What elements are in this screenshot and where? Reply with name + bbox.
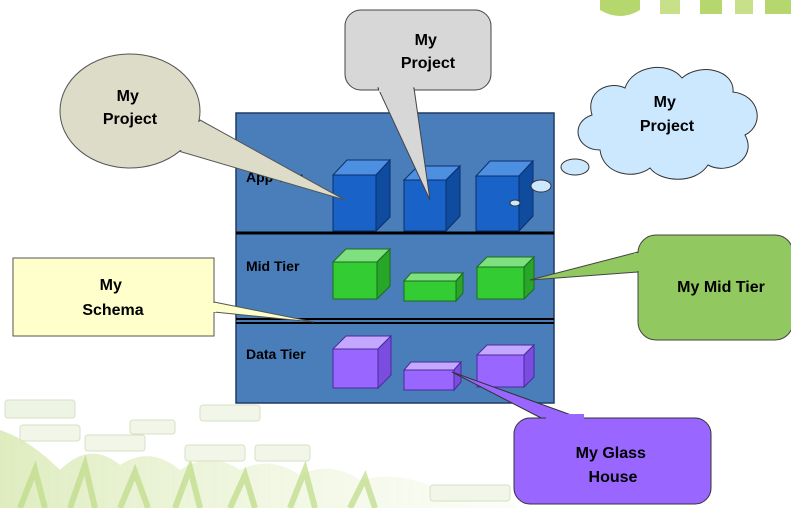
svg-text:My Project: My Project: [640, 94, 695, 135]
cloud-callout-project: My Project: [509, 66, 758, 207]
oval-callout-line2: Project: [103, 111, 158, 128]
oval-callout-line1: My: [117, 88, 139, 105]
mid-cube-3: [475, 255, 536, 301]
app-cube-1: [331, 158, 392, 233]
cloud-callout-line2: Project: [640, 118, 695, 135]
schema-callout-line1: My: [100, 277, 122, 294]
mid-tier-callout-text: My Mid Tier: [677, 279, 765, 296]
rect-callout-line2: Project: [401, 55, 456, 72]
rect-callout-line1: My: [415, 32, 437, 49]
glass-house-callout: My Glass House: [451, 371, 712, 505]
mid-cube-2: [402, 271, 465, 303]
schema-callout-line2: Schema: [82, 302, 143, 319]
mid-tier-callout: My Mid Tier: [529, 234, 791, 341]
svg-text:My Glass House: My Glass House: [576, 445, 651, 486]
svg-text:My Project: My Project: [103, 88, 158, 128]
data-tier-label: Data Tier: [246, 346, 306, 362]
data-cube-2: [402, 360, 463, 392]
rect-callout-project: My Project: [344, 9, 492, 201]
oval-callout-project: My Project: [59, 53, 346, 201]
data-cube-3: [475, 343, 536, 389]
app-cube-2: [402, 164, 462, 233]
logo-fragment-icon: [600, 0, 791, 16]
data-cube-1: [331, 334, 393, 390]
schema-callout: My Schema: [12, 257, 315, 337]
glass-house-line2: House: [589, 469, 638, 486]
crowd-background-icon: [0, 399, 520, 508]
mid-tier-label: Mid Tier: [246, 258, 300, 274]
app-cube-3: [474, 159, 535, 233]
cloud-callout-line1: My: [654, 94, 676, 111]
svg-text:My Schema: My Schema: [82, 277, 143, 319]
mid-cube-1: [331, 247, 392, 301]
svg-text:My Project: My Project: [401, 32, 456, 72]
glass-house-line1: My Glass: [576, 445, 646, 462]
